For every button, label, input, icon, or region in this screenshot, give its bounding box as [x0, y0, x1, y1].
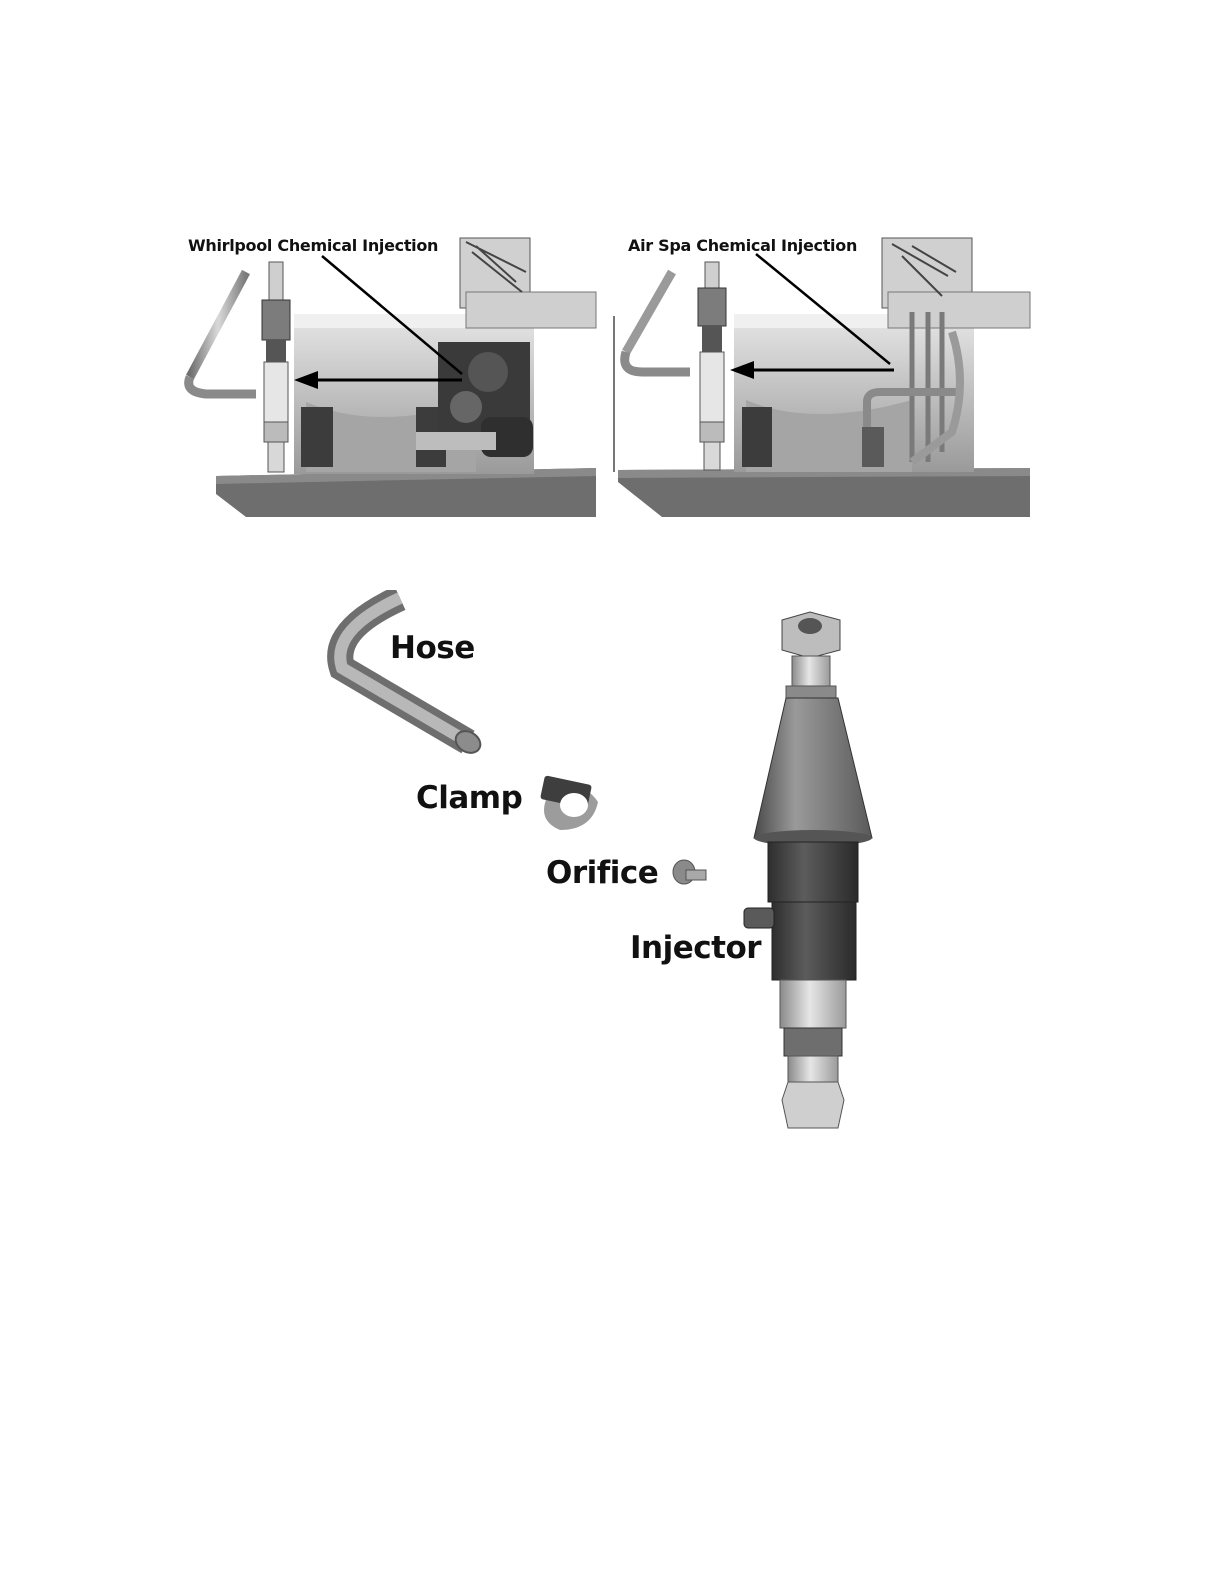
air-spa-panel: Air Spa Chemical Injection	[612, 232, 1036, 522]
whirlpool-label: Whirlpool Chemical Injection	[188, 236, 438, 255]
injector-part	[744, 612, 872, 1128]
whirlpool-drawing	[176, 232, 600, 522]
air-spa-label: Air Spa Chemical Injection	[628, 236, 857, 255]
whirlpool-panel: Whirlpool Chemical Injection	[176, 232, 600, 522]
parts-panel: Hose Clamp Orifice Injector	[310, 590, 890, 1150]
hose-part	[340, 598, 484, 757]
injector-label: Injector	[630, 930, 761, 966]
orifice-part	[673, 860, 706, 884]
orifice-label: Orifice	[546, 855, 658, 891]
hose-label: Hose	[390, 630, 475, 666]
air-spa-drawing	[612, 232, 1036, 522]
clamp-label: Clamp	[416, 780, 522, 816]
clamp-part	[540, 775, 598, 830]
